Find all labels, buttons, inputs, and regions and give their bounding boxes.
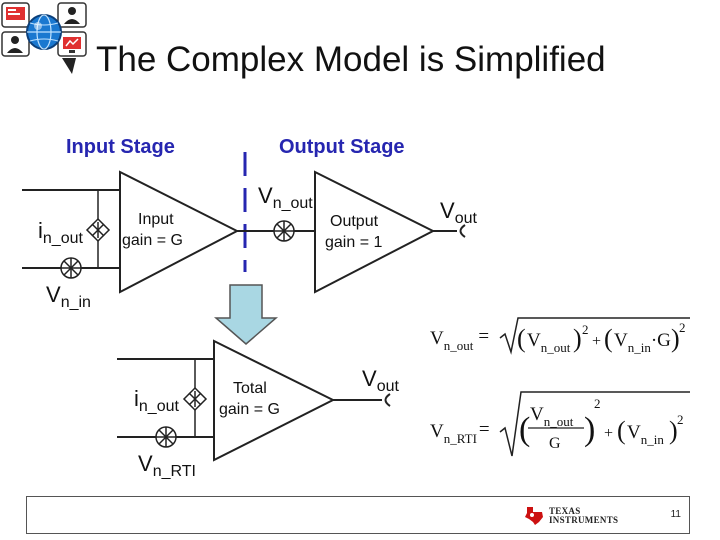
total-amp-label-2: gain = G [219, 401, 280, 418]
svg-text:(: ( [617, 416, 626, 445]
svg-text:Vn_RTI=: Vn_RTI= [430, 419, 490, 446]
svg-text:(: ( [519, 411, 530, 448]
total-amp-label-1: Total [233, 380, 267, 397]
texas-state-icon [525, 507, 543, 525]
svg-text:Vn_out=: Vn_out= [430, 326, 489, 353]
svg-text:2: 2 [679, 320, 686, 335]
vn-out-source-icon [273, 220, 295, 242]
document-icon [1, 2, 30, 28]
ti-logo: TEXAS INSTRUMENTS [523, 505, 618, 527]
svg-text:Vn_in·G: Vn_in·G [614, 330, 671, 355]
svg-text:(: ( [604, 324, 613, 353]
svg-text:2: 2 [677, 412, 684, 427]
input-amp-label-1: Input [138, 211, 174, 228]
footer-bar: TEXAS INSTRUMENTS 11 [26, 496, 690, 534]
current-source-icon [85, 217, 111, 243]
svg-text:2: 2 [582, 322, 589, 337]
input-amplifier [119, 170, 240, 294]
noise-model-diagram: Input Stage Output Stage in_out Vn_in In… [22, 136, 690, 480]
output-amp-label-2: gain = 1 [325, 234, 382, 251]
equation-vn-out: Vn_out= ( Vn_out ) 2 + ( Vn_in·G ) 2 [430, 317, 690, 355]
current-source-label: in_out [38, 218, 83, 247]
vn-rti-source-icon [155, 426, 177, 448]
monitor-icon [57, 31, 87, 57]
svg-text:): ) [669, 416, 678, 445]
vn-in-label: Vn_in [46, 282, 91, 311]
bottom-current-source-icon [182, 386, 208, 412]
ti-wordmark: TEXAS INSTRUMENTS [549, 506, 619, 525]
svg-text:+: + [592, 333, 601, 350]
output-terminal-icon [459, 224, 466, 238]
svg-text:+: + [604, 425, 613, 442]
svg-text:Vn_out: Vn_out [527, 330, 571, 355]
vn-out-label: Vn_out [258, 183, 313, 212]
svg-text:Vn_out: Vn_out [530, 404, 574, 429]
user-icon [1, 31, 30, 57]
svg-text:(: ( [517, 324, 526, 353]
simplify-arrow-icon [213, 284, 279, 345]
vn-rti-label: Vn_RTI [138, 451, 196, 480]
vout-label: Vout [440, 198, 477, 227]
total-amplifier [213, 339, 336, 462]
bottom-output-terminal-icon [384, 393, 391, 407]
svg-text:G: G [549, 435, 561, 452]
equation-vn-rti: Vn_RTI= ( Vn_out G ) 2 + ( Vn_in ) 2 [430, 391, 690, 457]
svg-text:Vn_in: Vn_in [627, 422, 664, 447]
svg-text:): ) [573, 324, 582, 353]
page-number: 11 [670, 509, 681, 520]
svg-text:): ) [584, 411, 595, 448]
person-icon [57, 2, 87, 28]
vn-in-source-icon [60, 257, 82, 279]
logo-icon-cluster [1, 2, 87, 74]
input-stage-label: Input Stage [66, 136, 175, 158]
pointer-icon [62, 58, 76, 74]
output-stage-label: Output Stage [279, 136, 405, 158]
output-amp-label-1: Output [330, 213, 379, 230]
slide-title: The Complex Model is Simplified [96, 40, 606, 79]
output-amplifier [314, 170, 436, 294]
svg-text:): ) [671, 324, 680, 353]
svg-text:2: 2 [594, 396, 601, 411]
bottom-current-source-label: in_out [134, 386, 179, 415]
input-amp-label-2: gain = G [122, 232, 183, 249]
globe-icon [26, 14, 62, 50]
bottom-vout-label: Vout [362, 366, 399, 395]
